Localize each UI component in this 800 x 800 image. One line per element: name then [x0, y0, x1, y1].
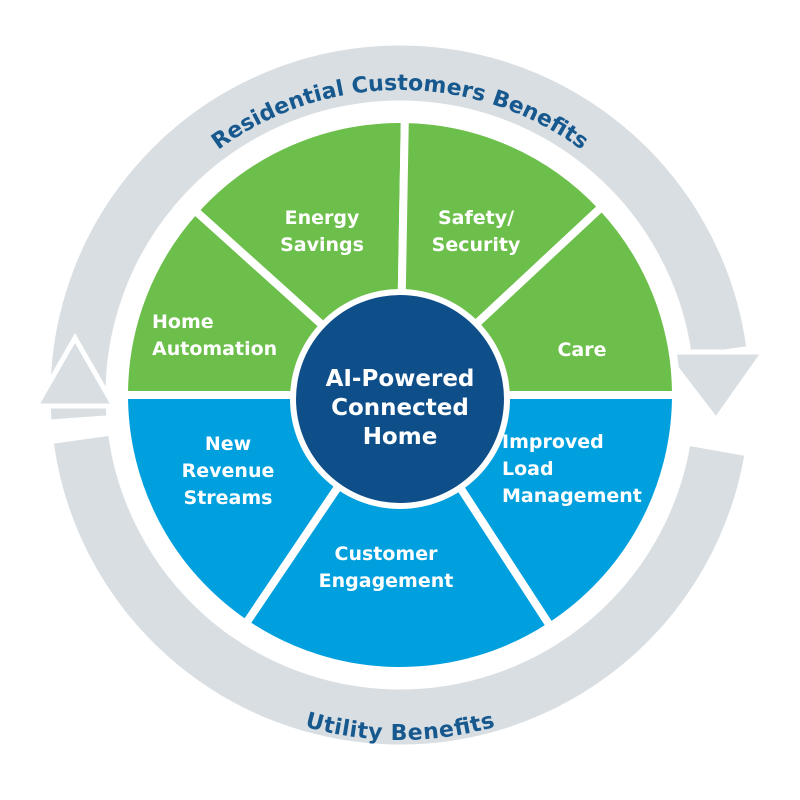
- arrow-down-icon: [658, 349, 769, 425]
- customer-sector-label: Care: [557, 339, 606, 361]
- center-hub-circle: [296, 295, 504, 503]
- cycle-ring: [31, 45, 769, 745]
- top-ring-arc: [50, 45, 747, 420]
- arrow-up-icon: [31, 332, 119, 409]
- customer-sector-label: Safety/Security: [432, 207, 521, 256]
- bottom-ring-arc: [53, 435, 745, 745]
- utility-sector: [240, 387, 556, 675]
